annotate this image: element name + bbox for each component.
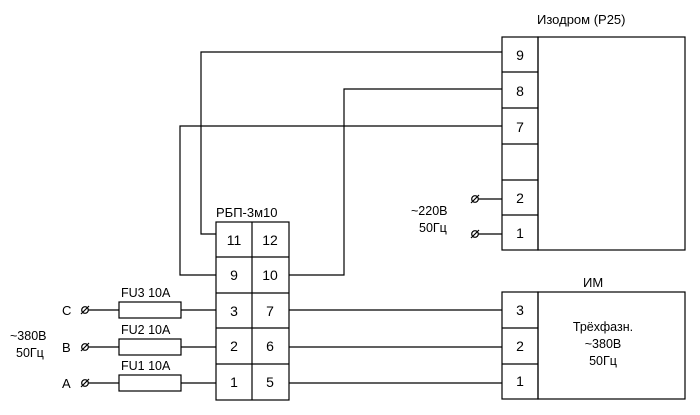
phase-a-label: A — [62, 376, 71, 391]
im-title: ИМ — [583, 275, 603, 290]
fuse-fu2-label: FU2 10А — [121, 323, 171, 337]
rbp-terminal-9: 9 — [230, 267, 238, 283]
izodrom-terminal-1: 1 — [516, 225, 524, 241]
rbp-terminal-6: 6 — [266, 338, 274, 354]
fuse-fu1 — [118, 374, 182, 392]
phase-c-label: C — [62, 303, 71, 318]
supply-380-voltage: ~380В — [10, 329, 47, 343]
fuse-fu3 — [118, 301, 182, 319]
supply-220-voltage: ~220В — [411, 204, 448, 218]
izodrom-terminal-9: 9 — [516, 47, 524, 63]
im-terminal-2: 2 — [516, 338, 524, 354]
wire-rbp10-izodrom8 — [289, 88, 502, 276]
fuse-fu1-label: FU1 10А — [121, 359, 171, 373]
phase-b-label: B — [62, 340, 71, 355]
im-desc-voltage: ~380В — [585, 337, 622, 351]
wire-rbp11-izodrom9 — [200, 51, 502, 235]
rbp-terminal-12: 12 — [262, 232, 278, 248]
izodrom-body — [537, 36, 686, 251]
im-terminal-1: 1 — [516, 373, 524, 389]
rbp-terminal-10: 10 — [262, 267, 278, 283]
wire-rbp9-izodrom7 — [179, 125, 502, 276]
im-terminal-block — [501, 291, 539, 400]
rbp-terminal-1: 1 — [230, 374, 238, 390]
im-terminal-3: 3 — [516, 302, 524, 318]
fuse-fu3-label: FU3 10А — [121, 286, 171, 300]
rbp-terminal-3: 3 — [230, 303, 238, 319]
izodrom-title: Изодром (Р25) — [537, 12, 626, 27]
rbp-terminal-7: 7 — [266, 303, 274, 319]
supply-380-frequency: 50Гц — [16, 346, 44, 360]
im-desc-type: Трёхфазн. — [573, 320, 633, 334]
izodrom-terminal-8: 8 — [516, 83, 524, 99]
fuse-fu2 — [118, 338, 182, 356]
rbp-terminal-11: 11 — [227, 232, 242, 248]
izodrom-terminal-7: 7 — [516, 119, 524, 135]
rbp-terminal-5: 5 — [266, 374, 274, 390]
rbp-title: РБП-3м10 — [216, 205, 278, 220]
im-desc-frequency: 50Гц — [589, 354, 617, 368]
rbp-terminal-2: 2 — [230, 338, 238, 354]
supply-220-frequency: 50Гц — [419, 221, 447, 235]
izodrom-terminal-2: 2 — [516, 190, 524, 206]
